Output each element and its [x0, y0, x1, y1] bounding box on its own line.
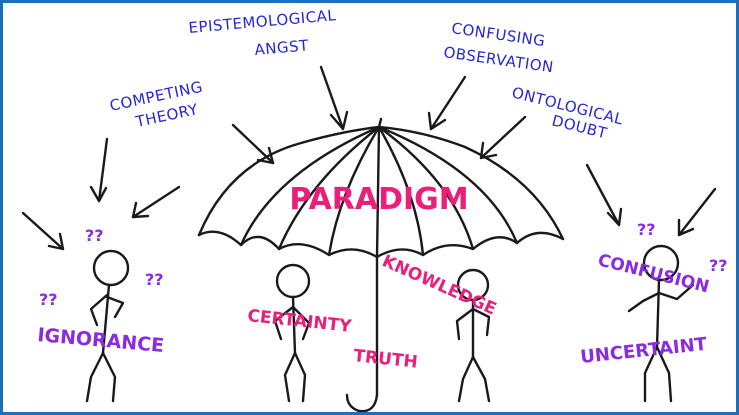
label-angst: ANGST — [254, 36, 310, 59]
label-epistemological: EPISTEMOLOGICAL — [188, 6, 337, 37]
label-knowledge: KNOWLEDGE — [379, 251, 499, 319]
arrow-icon — [319, 65, 349, 131]
label-confusion: CONFUSION — [596, 250, 711, 297]
question-marks: ?? — [145, 270, 164, 289]
arrow-icon — [585, 163, 623, 227]
stick-figure-icon — [273, 263, 311, 403]
question-marks: ?? — [637, 220, 656, 239]
label-certainty: CERTAINTY — [246, 306, 353, 337]
arrow-icon — [131, 185, 181, 219]
arrow-icon — [677, 187, 717, 237]
arrow-icon — [479, 115, 527, 160]
question-marks: ?? — [709, 256, 728, 275]
question-marks: ?? — [39, 290, 58, 309]
paradigm-cartoon: EPISTEMOLOGICAL ANGST CONFUSING OBSERVAT… — [21, 6, 728, 412]
stick-figure-icon — [627, 244, 695, 403]
arrow-icon — [89, 137, 109, 203]
arrow-icon — [21, 211, 65, 251]
stick-figure-icon — [455, 268, 491, 403]
label-truth: TRUTH — [352, 346, 418, 373]
arrow-icon — [427, 75, 467, 131]
label-ignorance: IGNORANCE — [37, 324, 165, 357]
question-marks: ?? — [85, 226, 104, 245]
paradigm-title: PARADIGM — [289, 182, 468, 217]
label-uncertaint: UNCERTAINT — [579, 334, 708, 368]
stick-figure-icon — [85, 249, 130, 403]
umbrella-icon — [197, 117, 565, 412]
